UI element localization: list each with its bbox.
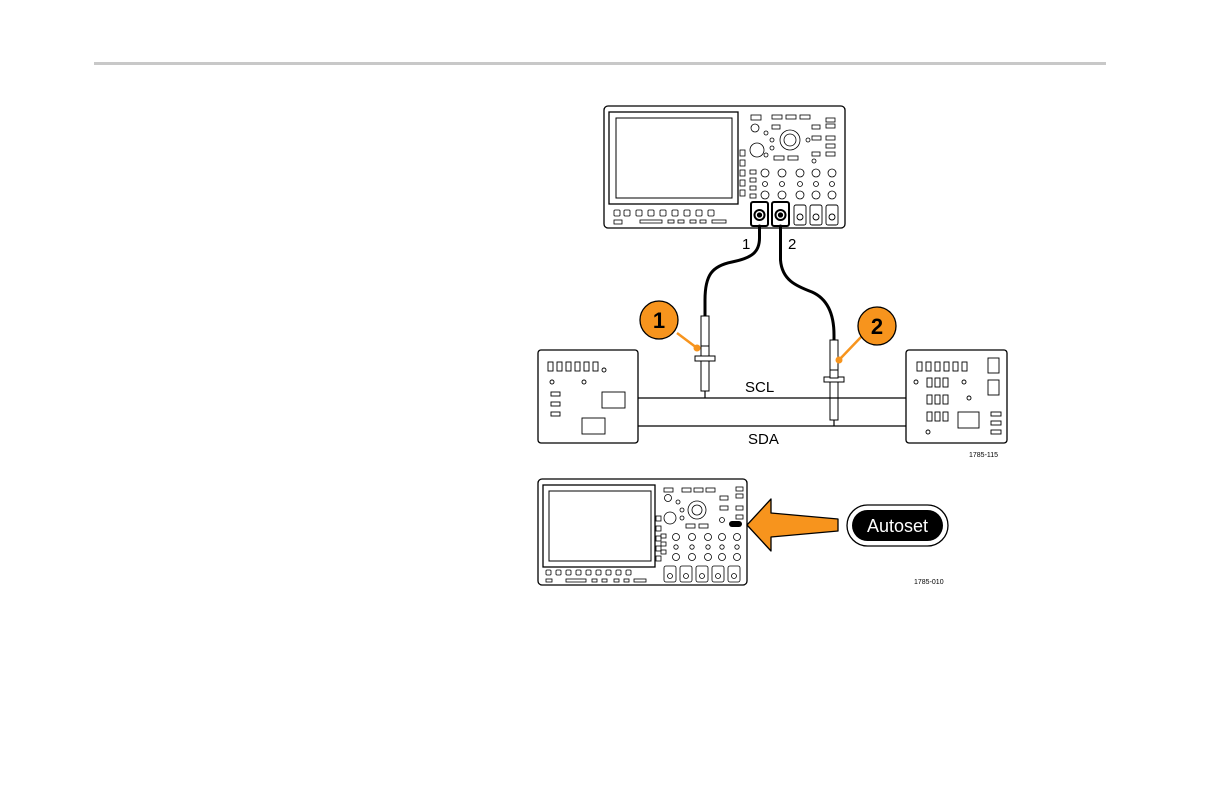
oscilloscope-icon xyxy=(538,479,747,585)
svg-text:2: 2 xyxy=(871,314,883,339)
callout-1: 1 xyxy=(640,301,701,352)
scl-label: SCL xyxy=(745,379,774,396)
autoset-button: Autoset xyxy=(847,505,948,546)
probe-icon xyxy=(695,316,715,398)
probe-cables xyxy=(705,226,834,342)
channel-1-label: 1 xyxy=(742,236,750,253)
callout-2: 2 xyxy=(836,307,897,364)
circuit-board-icon xyxy=(538,350,638,443)
sda-label: SDA xyxy=(748,431,779,448)
oscilloscope-icon xyxy=(604,106,845,228)
probe-icon xyxy=(824,340,844,426)
figure-code-1: 1785-115 xyxy=(969,452,998,459)
arrow-icon xyxy=(747,499,838,551)
autoset-label: Autoset xyxy=(867,516,928,536)
figure-code-2: 1785-010 xyxy=(914,579,944,586)
channel-2-label: 2 xyxy=(788,236,796,253)
svg-text:1: 1 xyxy=(653,308,665,333)
circuit-board-icon xyxy=(906,350,1007,443)
bus-lines xyxy=(638,398,906,426)
